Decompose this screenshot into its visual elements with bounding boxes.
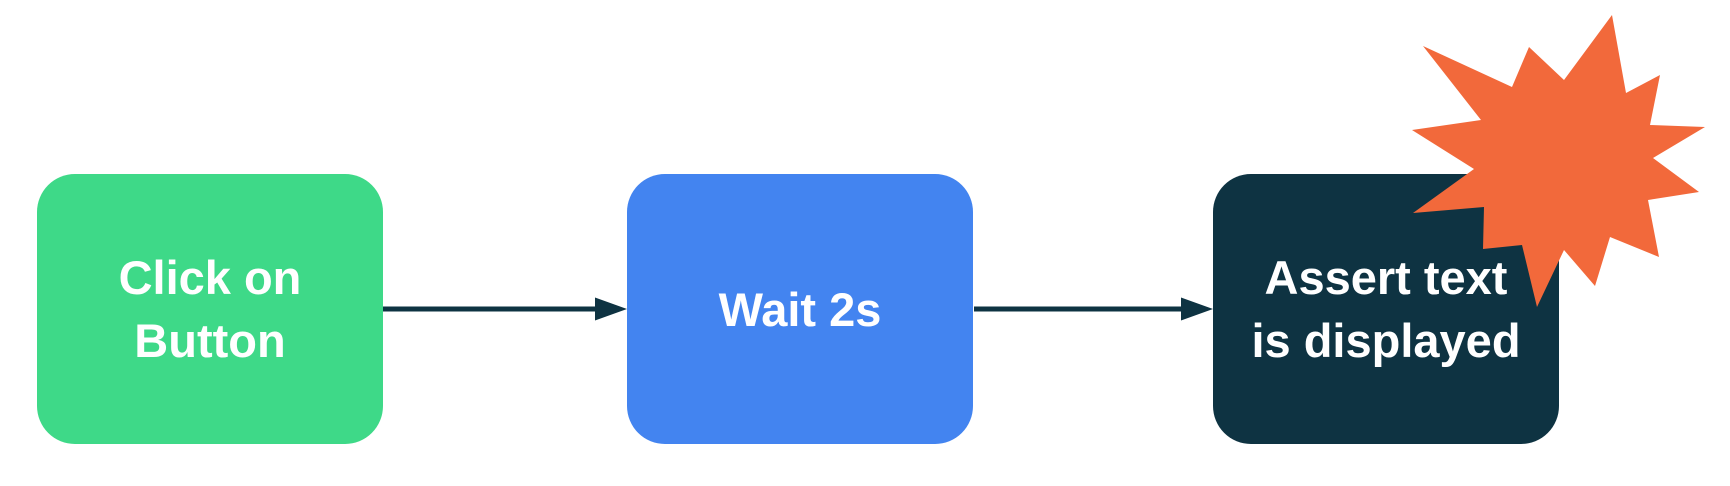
arrow-head-icon [595, 297, 627, 321]
node-label-line: Wait 2s [718, 282, 882, 336]
node-wait-2s-label: Wait 2s [719, 278, 882, 341]
node-label-line: Assert text [1264, 251, 1508, 304]
node-click-on-button-label: Click on Button [119, 246, 302, 372]
arrow-wait-to-assert [974, 297, 1213, 321]
arrow-head-icon [1181, 297, 1213, 321]
node-label-line: Click on [118, 251, 302, 304]
arrow-click-to-wait [383, 297, 627, 321]
node-wait-2s: Wait 2s [627, 174, 973, 444]
node-label-line: Button [134, 314, 286, 367]
node-label-line: is displayed [1251, 314, 1521, 367]
node-assert-text-is-displayed: Assert text is displayed [1213, 174, 1559, 444]
node-click-on-button: Click on Button [37, 174, 383, 444]
node-assert-text-is-displayed-label: Assert text is displayed [1251, 246, 1520, 372]
